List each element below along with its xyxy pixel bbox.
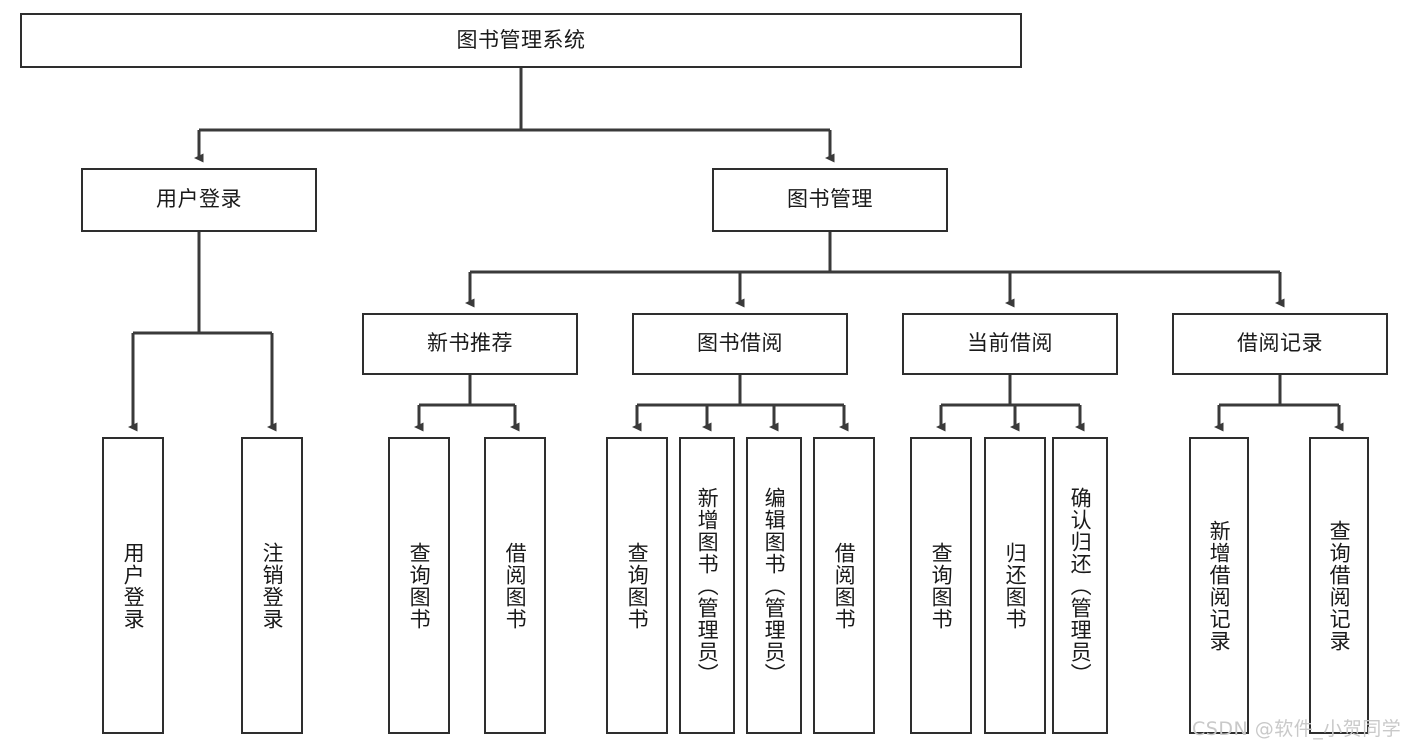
leaf-node-label: 查询借阅记录 bbox=[1327, 519, 1352, 652]
node-root-label: 图书管理系统 bbox=[456, 27, 586, 52]
csdn-watermark: CSDN @软件_小贺同学 bbox=[1192, 718, 1402, 740]
leaf-node-label: 确认归还（管理员） bbox=[1068, 486, 1093, 685]
leaf-node-label: 新增图书（管理员） bbox=[695, 486, 720, 685]
leaf-node-query-borrow-record[interactable]: 查询借阅记录 bbox=[1309, 437, 1369, 734]
leaf-node-label: 归还图书 bbox=[1003, 541, 1028, 630]
leaf-node-add-book-admin[interactable]: 新增图书（管理员） bbox=[679, 437, 735, 734]
leaf-node-borrow-books[interactable]: 借阅图书 bbox=[813, 437, 875, 734]
node-borrowing-records[interactable]: 借阅记录 bbox=[1172, 313, 1388, 375]
node-current-borrowing[interactable]: 当前借阅 bbox=[902, 313, 1118, 375]
leaf-node-query-books-current[interactable]: 查询图书 bbox=[910, 437, 972, 734]
leaf-node-label: 借阅图书 bbox=[832, 541, 857, 630]
leaf-node-label: 查询图书 bbox=[929, 541, 954, 630]
node-book-management[interactable]: 图书管理 bbox=[712, 168, 948, 232]
node-book-borrowing[interactable]: 图书借阅 bbox=[632, 313, 848, 375]
leaf-node-user-login[interactable]: 用户登录 bbox=[102, 437, 164, 734]
leaf-node-borrow-books-rec[interactable]: 借阅图书 bbox=[484, 437, 546, 734]
leaf-node-query-books-rec[interactable]: 查询图书 bbox=[388, 437, 450, 734]
node-current-borrowing-label: 当前借阅 bbox=[967, 331, 1053, 356]
leaf-node-label: 用户登录 bbox=[121, 541, 146, 630]
leaf-node-label: 查询图书 bbox=[407, 541, 432, 630]
leaf-node-return-books[interactable]: 归还图书 bbox=[984, 437, 1046, 734]
leaf-node-label: 编辑图书（管理员） bbox=[762, 486, 787, 685]
node-book-borrowing-label: 图书借阅 bbox=[697, 331, 783, 356]
node-book-management-label: 图书管理 bbox=[787, 187, 873, 212]
node-borrowing-records-label: 借阅记录 bbox=[1237, 331, 1323, 356]
node-new-book-recommendation[interactable]: 新书推荐 bbox=[362, 313, 578, 375]
leaf-node-add-borrow-record[interactable]: 新增借阅记录 bbox=[1189, 437, 1249, 734]
leaf-node-label: 查询图书 bbox=[625, 541, 650, 630]
node-root-system[interactable]: 图书管理系统 bbox=[20, 13, 1022, 68]
node-new-book-recommendation-label: 新书推荐 bbox=[427, 331, 513, 356]
node-user-login-label: 用户登录 bbox=[156, 187, 242, 212]
leaf-node-confirm-return-admin[interactable]: 确认归还（管理员） bbox=[1052, 437, 1108, 734]
leaf-node-query-books-borrow[interactable]: 查询图书 bbox=[606, 437, 668, 734]
leaf-node-label: 借阅图书 bbox=[503, 541, 528, 630]
node-user-login[interactable]: 用户登录 bbox=[81, 168, 317, 232]
leaf-node-logout[interactable]: 注销登录 bbox=[241, 437, 303, 734]
leaf-node-edit-book-admin[interactable]: 编辑图书（管理员） bbox=[746, 437, 802, 734]
leaf-node-label: 新增借阅记录 bbox=[1207, 519, 1232, 652]
leaf-node-label: 注销登录 bbox=[260, 541, 285, 630]
